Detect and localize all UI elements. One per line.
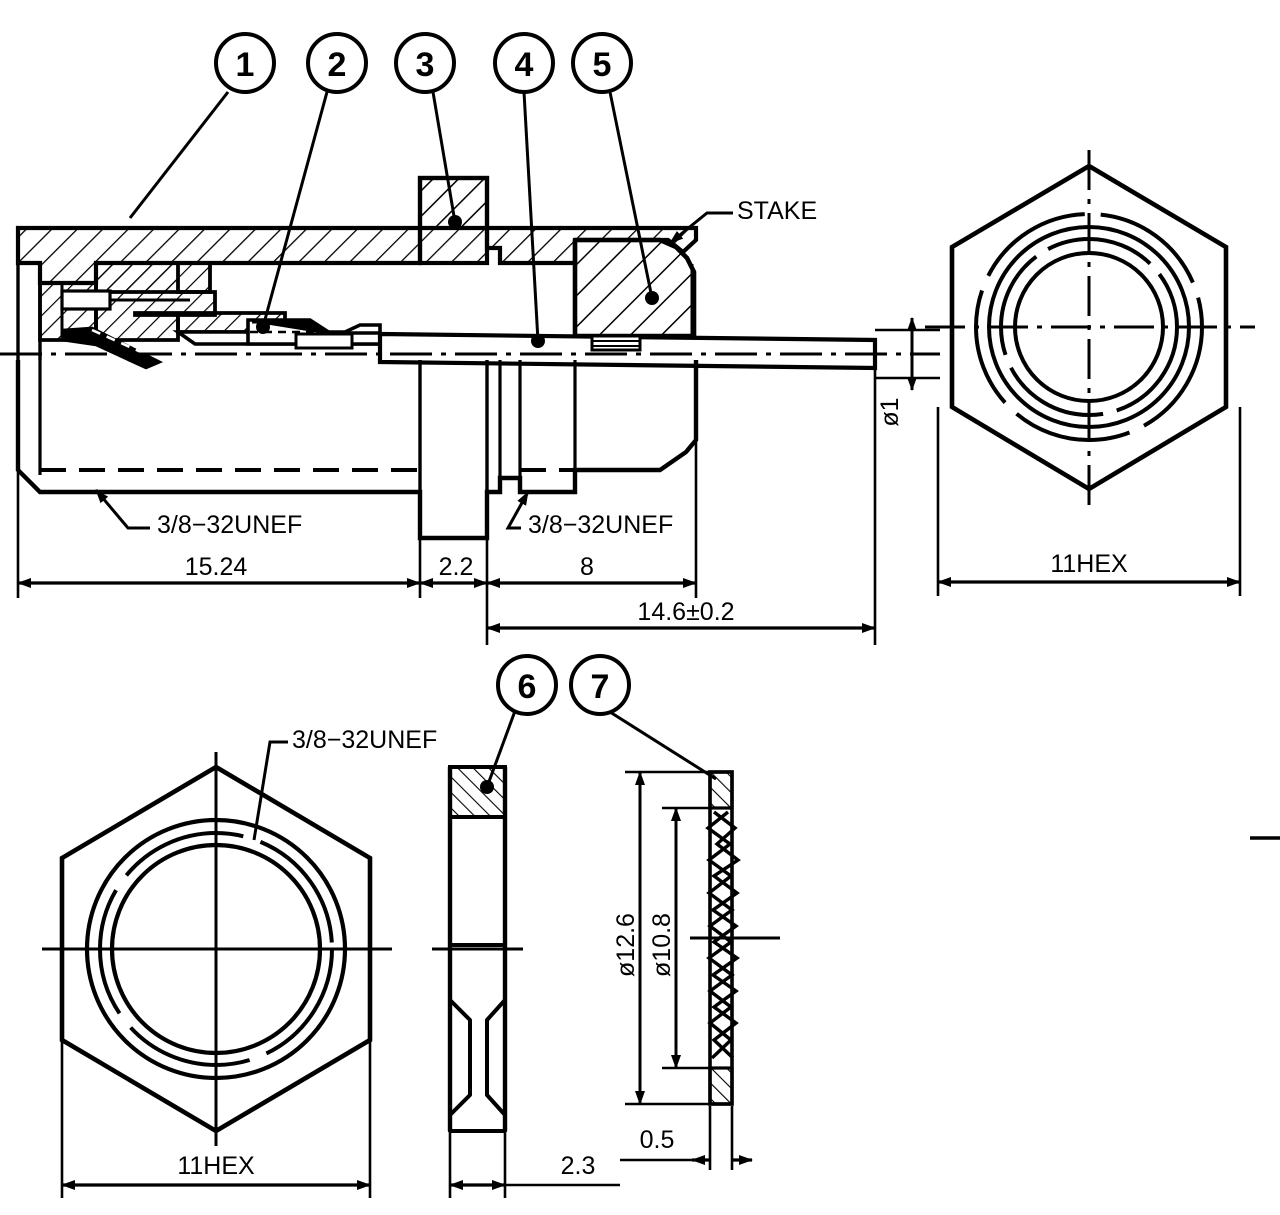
body-lower-outline — [15, 360, 699, 541]
mounting-flange — [417, 175, 490, 266]
main-section-view — [0, 175, 940, 541]
note-leaders — [94, 211, 733, 841]
hex-nut-front-view — [42, 752, 392, 1146]
hex-nut-side-view — [432, 765, 523, 1133]
stake-collar-section — [572, 237, 697, 339]
center-contact-pin — [377, 331, 878, 371]
hex-end-view — [925, 150, 1255, 505]
lock-washer-view — [690, 770, 780, 1106]
